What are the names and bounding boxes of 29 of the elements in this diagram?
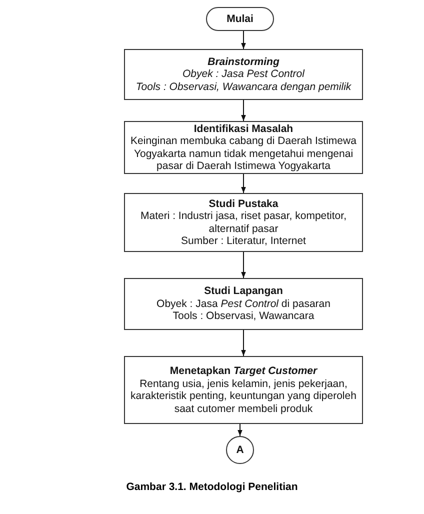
box-text: Sumber : Literatur, Internet	[180, 235, 307, 248]
process-box	[124, 193, 363, 252]
terminator-pill	[206, 7, 274, 31]
arrow	[241, 330, 246, 356]
box-text: Obyek : Jasa Pest Control di pasaran	[156, 298, 332, 310]
box-text: Obyek : Jasa Pest Control	[182, 68, 306, 81]
node-label: A	[235, 444, 245, 456]
box-text: Rentang usia, jenis kelamin, jenis pekerjaan, karakteristik penting, keuntungan yang diperoleh saat cutomer membeli produk	[130, 378, 358, 415]
arrow	[241, 30, 246, 50]
node-label: Mulai	[226, 12, 254, 26]
figure-caption: Gambar 3.1. Metodologi Penelitian	[125, 481, 299, 493]
box-heading: Identifikasi Masalah	[192, 122, 294, 135]
process-box	[124, 49, 363, 100]
process-box	[124, 278, 363, 330]
box-text: Tools : Observasi, Wawancara	[172, 310, 316, 323]
process-box	[124, 356, 363, 424]
box-text: Keinginan membuka cabang di Daerah Istimewa Yogyakarta namun tidak mengetahui mengenai pasar di Daerah Istimewa Yogyakarta	[130, 135, 358, 172]
box-heading: Studi Lapangan	[203, 285, 284, 298]
box-heading: Menetapkan Target Customer	[168, 365, 318, 378]
process-box	[124, 121, 363, 174]
arrow	[238, 424, 242, 436]
arrow	[241, 252, 246, 278]
box-heading: Brainstorming	[206, 56, 280, 68]
connector-circle	[226, 436, 254, 464]
box-heading: Studi Pustaka	[208, 198, 280, 210]
box-text: Tools : Observasi, Wawancara dengan pemilik	[134, 80, 352, 94]
box-text: Materi : Industri jasa, riset pasar, kompetitor, alternatif pasar	[139, 210, 348, 235]
arrow	[241, 174, 246, 194]
arrow	[241, 100, 246, 122]
